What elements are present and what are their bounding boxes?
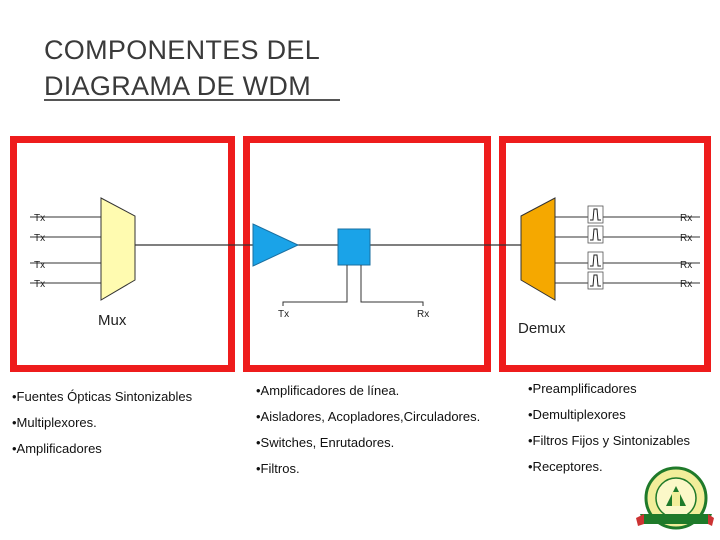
list-item: •Preamplificadores <box>528 381 637 396</box>
amplifier-shape <box>252 223 300 267</box>
mux-label: Mux <box>98 312 127 329</box>
mid-rx-line <box>360 265 424 306</box>
tx-label-4: Tx <box>34 279 45 290</box>
list-item: •Filtros Fijos y Sintonizables <box>528 433 691 448</box>
rx-label-2: Rx <box>680 233 692 244</box>
receiver-filter-icon-2 <box>587 225 604 244</box>
title-underline <box>44 99 340 101</box>
tx-label-1: Tx <box>34 213 45 224</box>
list-item: •Receptores. <box>528 459 603 474</box>
frame-receiver <box>499 136 711 372</box>
column-transmitter: •Fuentes Ópticas Sintonizables •Multiple… <box>12 384 192 462</box>
column-line: •Amplificadores de línea. •Aisladores, A… <box>256 378 480 482</box>
mid-tx-label: Tx <box>278 309 289 320</box>
column-receiver: •Preamplificadores •Demultiplexores •Fil… <box>528 376 690 480</box>
slide-title: COMPONENTES DEL DIAGRAMA DE WDM <box>44 32 344 104</box>
list-item: •Multiplexores. <box>12 415 97 430</box>
tx-label-3: Tx <box>34 260 45 271</box>
demux-label: Demux <box>518 320 566 337</box>
list-item: •Demultiplexores <box>528 407 626 422</box>
list-item: •Filtros. <box>256 461 300 476</box>
mid-tx-line <box>282 265 348 306</box>
frame-line <box>243 136 491 372</box>
mux-shape <box>100 197 136 301</box>
frame-transmitter <box>10 136 235 372</box>
receiver-filter-icon-3 <box>587 251 604 270</box>
mid-rx-label: Rx <box>417 309 429 320</box>
list-item: •Amplificadores de línea. <box>256 383 400 398</box>
university-logo <box>636 466 714 530</box>
rx-label-3: Rx <box>680 260 692 271</box>
rx-label-1: Rx <box>680 213 692 224</box>
title-line-1: COMPONENTES DEL <box>44 35 321 65</box>
list-item: •Fuentes Ópticas Sintonizables <box>12 389 193 404</box>
isolator-box <box>337 228 371 266</box>
list-item: •Aisladores, Acopladores,Circuladores. <box>256 409 481 424</box>
demux-shape <box>520 197 556 301</box>
receiver-filter-icon-4 <box>587 271 604 290</box>
title-line-2: DIAGRAMA DE WDM <box>44 71 312 101</box>
receiver-filter-icon-1 <box>587 205 604 224</box>
list-item: •Switches, Enrutadores. <box>256 435 395 450</box>
tx-label-2: Tx <box>34 233 45 244</box>
list-item: •Amplificadores <box>12 441 102 456</box>
rx-label-4: Rx <box>680 279 692 290</box>
